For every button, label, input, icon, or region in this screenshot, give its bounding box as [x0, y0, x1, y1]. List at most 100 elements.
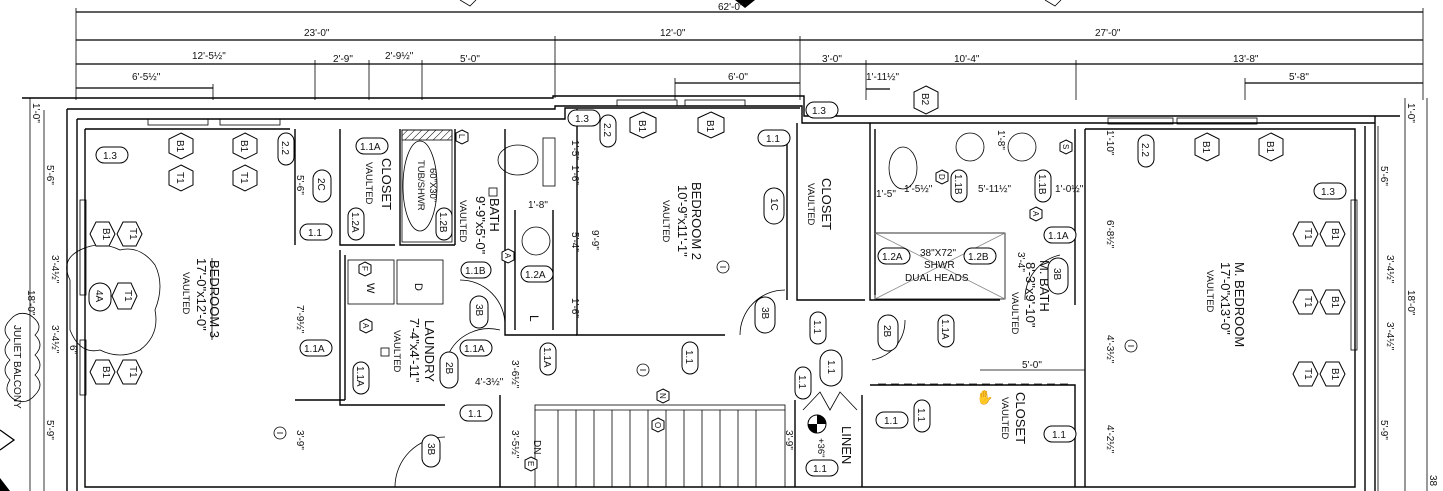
- tag-1.1: 1.1: [805, 459, 839, 477]
- tag-1.1A: 1.1A: [355, 137, 389, 155]
- dimension-label: 5'-11½": [978, 184, 1012, 195]
- room-size: 9'-9"x5'-0": [473, 196, 488, 255]
- svg-text:B1: B1: [636, 120, 647, 133]
- tag-1C: 1C: [763, 187, 785, 225]
- room-note: VAULTED: [805, 183, 816, 226]
- svg-text:2.2: 2.2: [279, 141, 290, 155]
- svg-text:1.2B: 1.2B: [437, 212, 448, 233]
- tag-B1: B1: [1319, 289, 1346, 315]
- room-size: 17'-0"x13'-0": [1218, 262, 1233, 335]
- svg-text:B1: B1: [1264, 141, 1275, 154]
- dimension-label: 1'-10": [1104, 130, 1115, 156]
- tag-2B: 2B: [877, 314, 899, 352]
- tag-A: A: [1029, 206, 1043, 222]
- tag-2.2: 2.2: [1137, 134, 1155, 168]
- tag-A: A: [359, 318, 373, 334]
- svg-text:T1: T1: [1302, 228, 1313, 240]
- tag-T1: T1: [168, 164, 194, 192]
- tag-1.1A: 1.1A: [352, 361, 370, 395]
- room-note: VAULTED: [180, 272, 191, 315]
- tag-B1: B1: [89, 221, 116, 247]
- dimension-label: 38: [1427, 475, 1438, 487]
- interior-walls: [294, 109, 1086, 487]
- svg-text:D: D: [937, 174, 946, 180]
- room-name: CLOSET: [379, 158, 394, 210]
- room-size: 10'-9"x11'-1": [675, 185, 690, 257]
- dimension-total-width: 62'-0": [718, 2, 744, 13]
- svg-text:B2: B2: [919, 93, 930, 106]
- section-marker-icon: [735, 0, 755, 8]
- svg-text:2C: 2C: [315, 178, 326, 191]
- svg-text:F: F: [360, 266, 369, 271]
- svg-text:1C: 1C: [768, 198, 779, 211]
- ceiling-light-icons: [273, 260, 1138, 440]
- tag-B1: B1: [89, 359, 116, 385]
- room-note: VAULTED: [999, 397, 1010, 440]
- dimension-label: 3'-9": [294, 430, 305, 450]
- svg-text:2B: 2B: [443, 362, 454, 375]
- svg-text:1.1: 1.1: [884, 416, 898, 427]
- tag-7B: 1.1: [819, 349, 843, 387]
- room-closet-3: CLOSET VAULTED 5'-0": [878, 360, 1085, 444]
- tag-2B: 2B: [439, 351, 459, 389]
- washer-dryer: W D: [347, 259, 444, 305]
- tag-S: S: [1059, 139, 1073, 155]
- tag-1.2B: 1.2B: [435, 207, 453, 241]
- dimension-label: 1'-6": [569, 298, 580, 318]
- tag-4A: 4A: [88, 282, 112, 312]
- svg-text:1.2B: 1.2B: [968, 252, 989, 263]
- tag-1.2B: 1.2B: [963, 247, 997, 265]
- tag-1.1A: 1.1A: [459, 339, 493, 357]
- room-name: BEDROOM 2: [689, 182, 704, 260]
- dimension-label: 6'-5½": [132, 72, 161, 83]
- dimension-label: 3'-4½": [1384, 322, 1395, 351]
- dimension-label: 1'-5": [876, 189, 896, 200]
- dimension-label: 13'-8": [1233, 54, 1259, 65]
- dimension-label: 3'-4½": [49, 325, 60, 354]
- shower-size: 38"X72": [920, 248, 956, 259]
- dimension-label: 1'-11½": [866, 72, 900, 83]
- shower-label: SHWR: [924, 260, 955, 271]
- svg-text:1.1: 1.1: [811, 320, 822, 334]
- svg-text:1.1: 1.1: [468, 409, 482, 420]
- svg-text:1.1: 1.1: [915, 408, 926, 422]
- dimension-label: 1'-0": [30, 103, 41, 123]
- room-name: BEDROOM 3: [207, 260, 222, 338]
- dryer-label: D: [412, 283, 424, 291]
- tag-T1: T1: [111, 282, 138, 310]
- dimension-label: 5'-4": [569, 232, 580, 252]
- dimension-label: 6'-0": [728, 72, 748, 83]
- tag-1.2A: 1.2A: [347, 207, 365, 241]
- svg-text:1.1B: 1.1B: [1036, 174, 1047, 195]
- room-note: VAULTED: [457, 200, 468, 243]
- svg-text:1.2A: 1.2A: [525, 270, 546, 281]
- room-note: VAULTED: [1009, 292, 1020, 335]
- svg-text:1.3: 1.3: [1321, 187, 1335, 198]
- svg-text:T1: T1: [127, 366, 138, 378]
- tub-label: TUB/SHWR: [415, 160, 426, 211]
- room-name: LAUNDRY: [422, 320, 437, 382]
- tag-B1: B1: [1319, 221, 1346, 247]
- svg-text:1.1: 1.1: [766, 134, 780, 145]
- svg-text:T1: T1: [1302, 296, 1313, 308]
- svg-text:T1: T1: [127, 228, 138, 240]
- svg-text:B1: B1: [1329, 368, 1340, 381]
- room-name: BATH: [487, 198, 502, 232]
- svg-text:3B: 3B: [759, 307, 770, 320]
- svg-text:2B: 2B: [881, 325, 892, 338]
- dimension-label: 1'-0½": [1055, 184, 1084, 195]
- section-arrow-icon: [0, 429, 16, 451]
- dimension-label: 3'-9": [783, 430, 794, 450]
- tag-D: D: [935, 169, 949, 185]
- dimension-label: 6": [67, 345, 78, 355]
- dimension-label: 12'-5½": [192, 51, 226, 62]
- tag-B1: B1: [629, 111, 657, 139]
- master-sink-1-icon: [955, 132, 985, 162]
- svg-text:B1: B1: [174, 140, 185, 153]
- svg-text:B1: B1: [704, 120, 715, 133]
- toilet-tank: [542, 137, 556, 187]
- tag-B1: B1: [1319, 361, 1346, 387]
- svg-text:1.1A: 1.1A: [1048, 231, 1069, 242]
- tag-O: O: [651, 417, 665, 433]
